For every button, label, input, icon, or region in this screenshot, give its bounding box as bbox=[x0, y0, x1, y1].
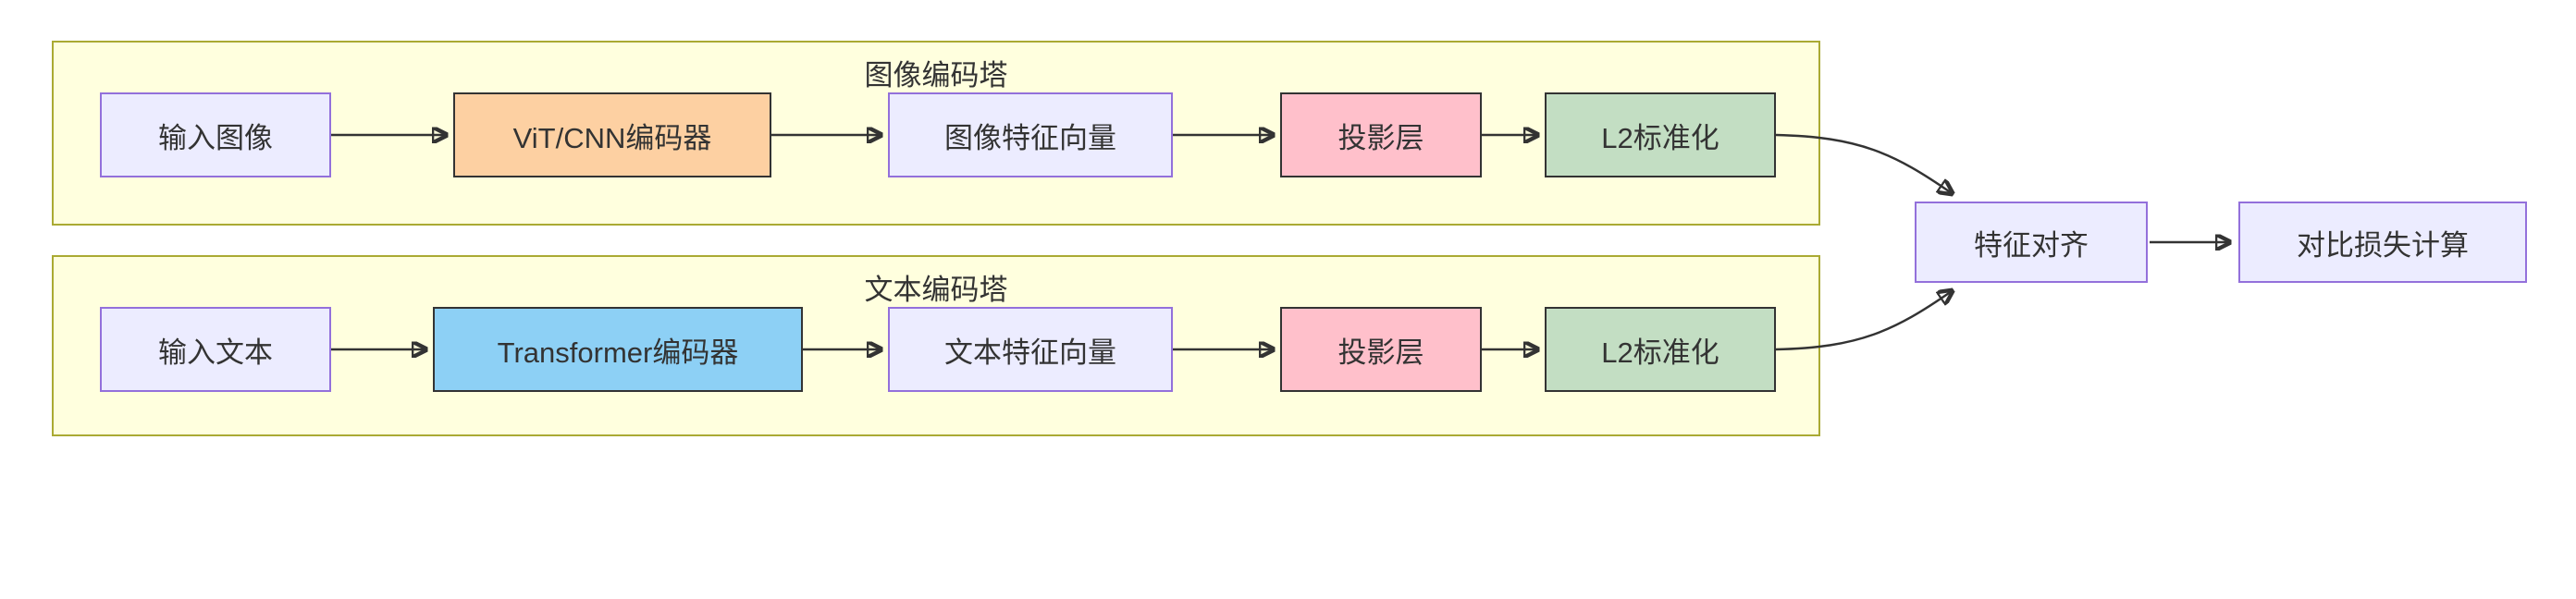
cluster-image-tower-label: 图像编码塔 bbox=[864, 59, 1008, 92]
node-image-feature-vector: 图像特征向量 bbox=[888, 92, 1173, 177]
cluster-text-tower-label: 文本编码塔 bbox=[864, 274, 1008, 306]
node-text-input: 输入文本 bbox=[100, 307, 331, 392]
node-image-l2-normalization: L2标准化 bbox=[1545, 92, 1776, 177]
node-feature-alignment: 特征对齐 bbox=[1915, 202, 2148, 283]
node-image-input: 输入图像 bbox=[100, 92, 331, 177]
node-text-l2-normalization: L2标准化 bbox=[1545, 307, 1776, 392]
node-text-feature-vector: 文本特征向量 bbox=[888, 307, 1173, 392]
node-image-projection-layer: 投影层 bbox=[1280, 92, 1482, 177]
node-text-encoder: Transformer编码器 bbox=[433, 307, 803, 392]
node-image-encoder: ViT/CNN编码器 bbox=[453, 92, 771, 177]
node-contrastive-loss: 对比损失计算 bbox=[2238, 202, 2527, 283]
node-text-projection-layer: 投影层 bbox=[1280, 307, 1482, 392]
